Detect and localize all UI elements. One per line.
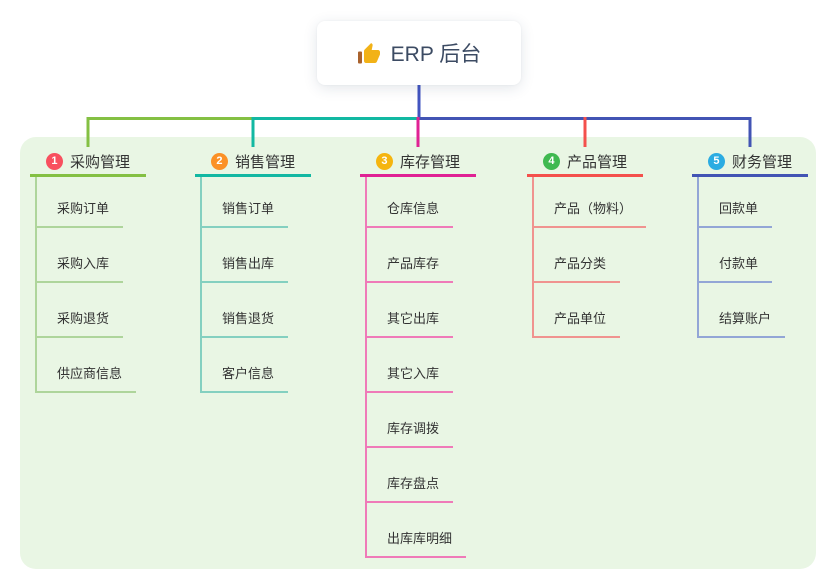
child-node: 产品库存: [367, 228, 520, 283]
child-node: 供应商信息: [37, 338, 190, 393]
child-label[interactable]: 仓库信息: [367, 198, 454, 228]
branch-2: 2 销售管理销售订单销售出库销售退货客户信息: [195, 148, 355, 393]
branch-children: 产品（物料） 产品分类产品单位: [532, 177, 687, 338]
child-label[interactable]: 产品分类: [534, 253, 621, 283]
child-node: 回款单: [699, 177, 839, 228]
thumbs-up-icon: [357, 43, 380, 64]
child-node: 销售出库: [202, 228, 355, 283]
child-label[interactable]: 结算账户: [699, 308, 786, 338]
child-label[interactable]: 库存盘点: [367, 473, 454, 503]
child-node: 结算账户: [699, 283, 839, 338]
child-label[interactable]: 回款单: [699, 198, 773, 228]
child-label[interactable]: 库存调拨: [367, 418, 454, 448]
branch-number-badge: 4: [542, 152, 560, 170]
child-node: 采购退货: [37, 283, 190, 338]
child-node: 仓库信息: [367, 177, 520, 228]
branch-title[interactable]: 3 库存管理: [360, 148, 476, 177]
branch-children: 回款单付款单结算账户: [697, 177, 839, 338]
child-node: 采购入库: [37, 228, 190, 283]
branch-label: 销售管理: [234, 153, 295, 171]
child-label[interactable]: 采购入库: [37, 253, 124, 283]
branch-title[interactable]: 1 采购管理: [30, 148, 146, 177]
branch-number-badge: 2: [210, 152, 228, 170]
root-node[interactable]: ERP 后台: [317, 21, 521, 85]
branch-label: 财务管理: [731, 153, 792, 171]
child-node: 客户信息: [202, 338, 355, 393]
child-label[interactable]: 其它入库: [367, 363, 454, 393]
branch-label: 采购管理: [69, 153, 130, 171]
branch-children: 采购订单采购入库采购退货供应商信息: [35, 177, 190, 393]
child-node: 产品分类: [534, 228, 687, 283]
child-node: 付款单: [699, 228, 839, 283]
child-label[interactable]: 销售退货: [202, 308, 289, 338]
branch-1: 1 采购管理采购订单采购入库采购退货供应商信息: [30, 148, 190, 393]
child-label[interactable]: 销售出库: [202, 253, 289, 283]
branch-3: 3 库存管理仓库信息产品库存其它出库其它入库库存调拨库存盘点出库库明细: [360, 148, 520, 558]
branch-number-badge: 1: [45, 152, 63, 170]
child-node: 出库库明细: [367, 503, 520, 558]
child-node: 库存盘点: [367, 448, 520, 503]
child-label[interactable]: 客户信息: [202, 363, 289, 393]
root-label: ERP 后台: [390, 43, 482, 66]
child-node: 库存调拨: [367, 393, 520, 448]
branch-title[interactable]: 2 销售管理: [195, 148, 311, 177]
child-node: 其它出库: [367, 283, 520, 338]
child-label[interactable]: 其它出库: [367, 308, 454, 338]
child-label[interactable]: 产品库存: [367, 253, 454, 283]
child-label[interactable]: 销售订单: [202, 198, 289, 228]
branch-children: 仓库信息产品库存其它出库其它入库库存调拨库存盘点出库库明细: [365, 177, 520, 558]
child-node: 其它入库: [367, 338, 520, 393]
child-label[interactable]: 供应商信息: [37, 363, 137, 393]
branch-number-badge: 3: [375, 152, 393, 170]
child-node: 销售订单: [202, 177, 355, 228]
branch-label: 库存管理: [399, 153, 460, 171]
child-label[interactable]: 出库库明细: [367, 528, 467, 558]
child-label[interactable]: 产品单位: [534, 308, 621, 338]
child-node: 采购订单: [37, 177, 190, 228]
child-node: 产品单位: [534, 283, 687, 338]
branch-children: 销售订单销售出库销售退货客户信息: [200, 177, 355, 393]
child-label[interactable]: 采购订单: [37, 198, 124, 228]
branch-5: 5 财务管理回款单付款单结算账户: [692, 148, 839, 338]
child-node: 销售退货: [202, 283, 355, 338]
child-node: 产品（物料）: [534, 177, 687, 228]
branch-title[interactable]: 5 财务管理: [692, 148, 808, 177]
branch-label: 产品管理: [566, 153, 627, 171]
branch-4: 4 产品管理产品（物料） 产品分类产品单位: [527, 148, 687, 338]
branch-number-badge: 5: [707, 152, 725, 170]
branches-panel: [20, 137, 816, 569]
branch-title[interactable]: 4 产品管理: [527, 148, 643, 177]
child-label[interactable]: 采购退货: [37, 308, 124, 338]
child-label[interactable]: 付款单: [699, 253, 773, 283]
child-label[interactable]: 产品（物料）: [534, 198, 647, 228]
